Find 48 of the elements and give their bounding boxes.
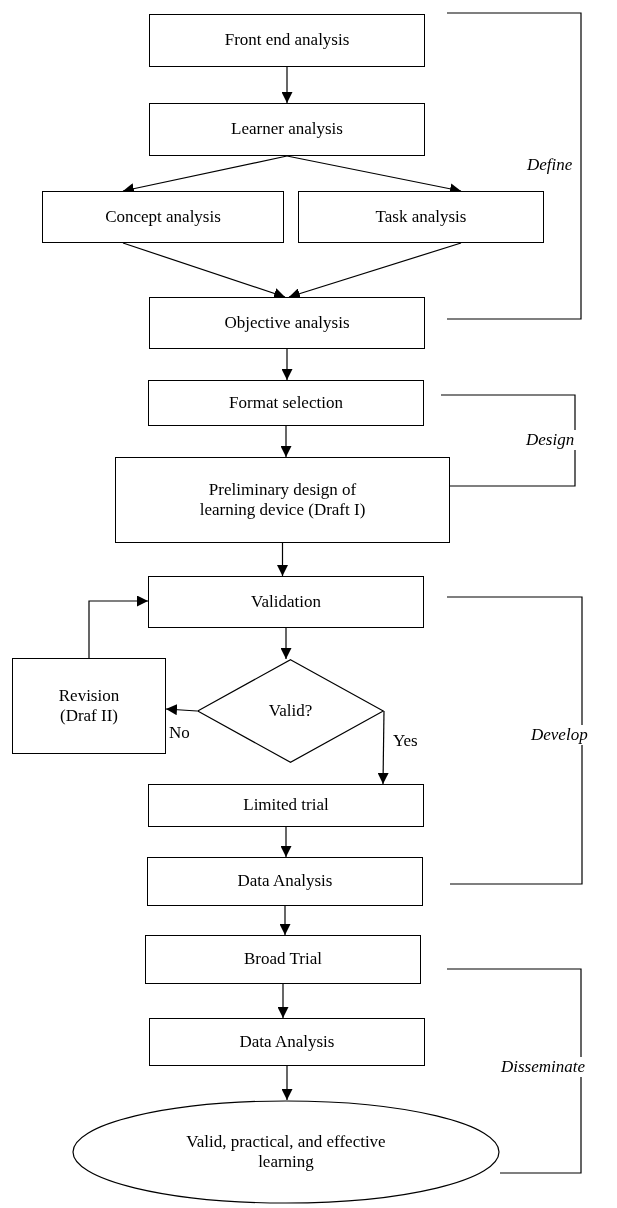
process-box [298,191,544,243]
node-text: Front end analysis [224,30,350,51]
node-text: Revision (Draf II) [57,685,121,727]
arrow [122,242,286,299]
node-text: Broad Trial [244,949,322,970]
process-box [147,857,423,906]
process-box [149,103,425,156]
node-text: Task analysis [375,206,467,228]
arrow [279,905,291,936]
arrow [277,983,289,1019]
node-text: Valid? [268,700,313,722]
node-text: Preliminary design of learning device (Draft I) [198,479,367,521]
node-text: Format selection [229,392,343,414]
arrow [280,826,292,858]
process-box [42,191,284,243]
process-box [145,935,421,984]
arrow [281,1065,293,1101]
arrow [288,242,462,299]
phase-label: Design [524,430,577,450]
phase-label: Define [525,155,575,175]
process-box [148,784,424,827]
arrow [377,710,389,785]
process-box [148,576,424,628]
process-box [148,380,424,426]
arrow [88,595,149,659]
process-box [115,457,450,543]
arrow [281,348,293,381]
arrow [280,627,292,660]
node-text: Concept analysis [105,206,221,228]
process-box [149,1018,425,1066]
node-text: Limited trial [243,795,329,816]
node-text: Objective analysis [224,312,350,334]
process-box [149,297,425,349]
decision-diamond [197,659,384,763]
node-text: Data Analysis [237,871,333,892]
phase-label: Develop [529,725,590,745]
terminal-ellipse [72,1100,500,1204]
process-box [12,658,166,754]
arrow [277,542,288,577]
node-text: Validation [251,591,321,613]
arrow [165,704,198,716]
node-text: Learner analysis [231,119,343,140]
arrow [281,66,293,104]
process-box [149,14,425,67]
node-text: Valid, practical, and effective learning [186,1131,386,1173]
phase-label: Disseminate [499,1057,588,1077]
node-text: Data Analysis [239,1031,335,1053]
arrow [280,425,292,458]
